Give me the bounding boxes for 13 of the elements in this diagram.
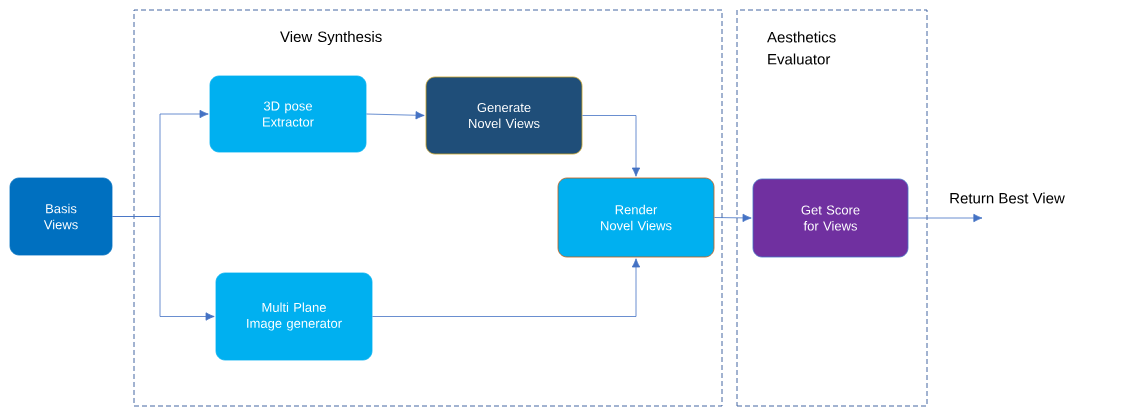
process-box: 3D pose Extractor <box>209 75 367 153</box>
process-box: Render Novel Views <box>557 177 715 258</box>
process-box: Get Score for Views <box>752 178 909 258</box>
edge-label: Return Best View <box>950 192 1065 204</box>
arrow <box>112 216 215 321</box>
arrow <box>366 111 425 120</box>
arrow <box>908 213 983 223</box>
process-box: Multi Plane Image generator <box>215 272 373 361</box>
arrow <box>714 213 752 222</box>
process-box: Basis Views <box>9 177 113 256</box>
arrow <box>582 115 641 177</box>
arrow <box>372 258 641 317</box>
process-box: Generate Novel Views <box>425 76 583 155</box>
